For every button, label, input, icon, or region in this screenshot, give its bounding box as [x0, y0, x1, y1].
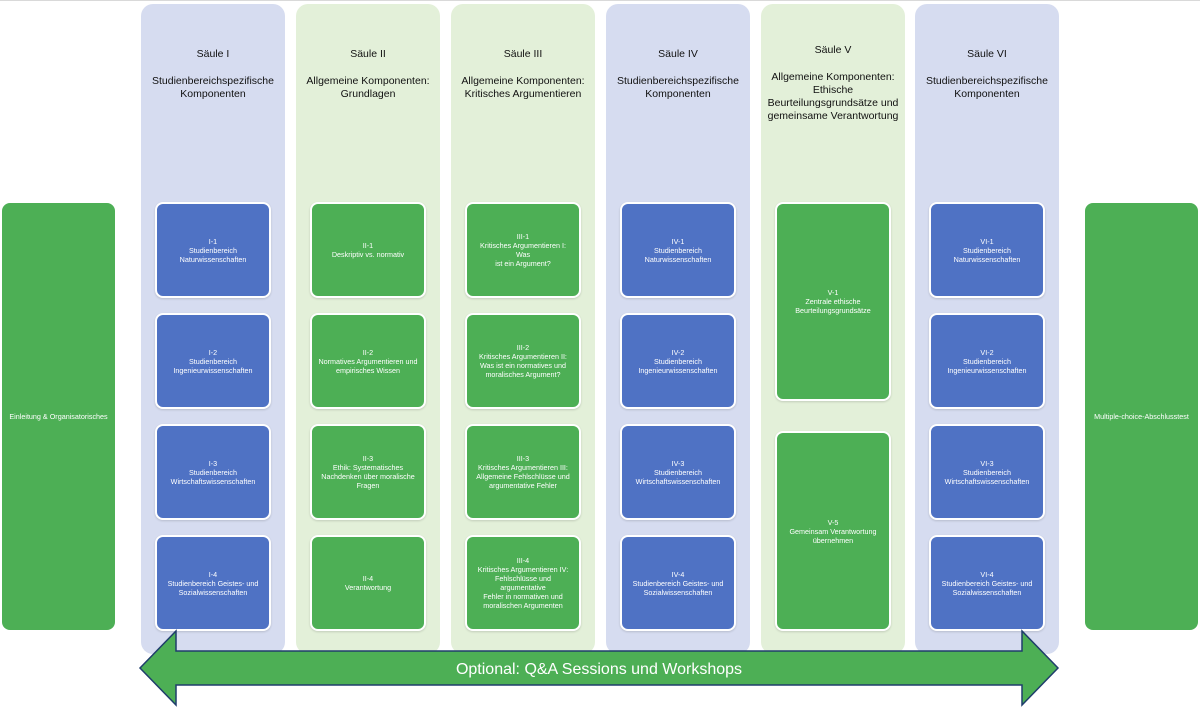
module-IV-1: IV-1 Studienbereich Naturwissenschaften [620, 202, 736, 298]
module-IV-4: IV-4 Studienbereich Geistes- und Sozialw… [620, 535, 736, 631]
arrow-label: Optional: Q&A Sessions und Workshops [455, 661, 743, 678]
pillar-6-title: Säule VI [967, 48, 1007, 60]
pillar-3: Säule III Allgemeine Komponenten: Kritis… [451, 4, 595, 654]
pillar-4-subtitle: Studienbereichspezifische Komponenten [617, 75, 739, 100]
module-VI-1: VI-1 Studienbereich Naturwissenschaften [929, 202, 1045, 298]
module-II-2: II-2 Normatives Argumentieren und empiri… [310, 313, 426, 409]
pillar-6: Säule VI Studienbereichspezifische Kompo… [915, 4, 1059, 654]
module-I-3: I-3 Studienbereich Wirtschaftswissenscha… [155, 424, 271, 520]
module-text: Studienbereich Wirtschaftswissenschaften [944, 467, 1030, 486]
module-VI-3: VI-3 Studienbereich Wirtschaftswissensch… [929, 424, 1045, 520]
module-III-3: III-3 Kritisches Argumentieren III: Allg… [465, 424, 581, 520]
pillar-3-subtitle: Allgemeine Komponenten: Kritisches Argum… [461, 75, 585, 100]
module-III-1: III-1 Kritisches Argumentieren I: Was is… [465, 202, 581, 298]
intro-box: Einleitung & Organisatorisches [2, 203, 115, 630]
module-text: Studienbereich Geistes- und Sozialwissen… [632, 578, 724, 597]
pillar-2: Säule II Allgemeine Komponenten: Grundla… [296, 4, 440, 654]
module-id: VI-3 [980, 458, 994, 468]
module-V-5: V-5 Gemeinsam Verantwortung übernehmen [775, 431, 891, 631]
pillar-1-title: Säule I [196, 48, 230, 60]
module-text: Kritisches Argumentieren IV: Fehlschlüss… [477, 565, 569, 610]
intro-box-label: Einleitung & Organisatorisches [9, 412, 108, 421]
module-II-1: II-1 Deskriptiv vs. normativ [310, 202, 426, 298]
pillar-1-header: Säule I Studienbereichspezifische Kompon… [141, 48, 285, 101]
module-id: VI-2 [980, 347, 994, 357]
module-id: I-4 [208, 569, 218, 579]
pillar-6-subtitle: Studienbereichspezifische Komponenten [926, 75, 1048, 100]
pillar-3-title: Säule III [503, 48, 543, 60]
module-IV-3: IV-3 Studienbereich Wirtschaftswissensch… [620, 424, 736, 520]
module-II-3: II-3 Ethik: Systematisches Nachdenken üb… [310, 424, 426, 520]
module-text: Kritisches Argumentieren III: Allgemeine… [476, 463, 570, 490]
pillar-1: Säule I Studienbereichspezifische Kompon… [141, 4, 285, 654]
pillar-5-header: Säule V Allgemeine Komponenten: Ethische… [761, 44, 905, 123]
module-I-1: I-1 Studienbereich Naturwissenschaften [155, 202, 271, 298]
module-text: Kritisches Argumentieren I: Was ist ein … [480, 241, 566, 268]
module-id: V-1 [827, 288, 839, 297]
module-IV-2: IV-2 Studienbereich Ingenieurwissenschaf… [620, 313, 736, 409]
module-id: I-1 [208, 236, 218, 246]
pillar-3-header: Säule III Allgemeine Komponenten: Kritis… [451, 48, 595, 101]
final-test-box: Multiple-choice-Abschlusstest [1085, 203, 1198, 630]
module-id: III-4 [516, 556, 530, 565]
module-text: Studienbereich Geistes- und Sozialwissen… [941, 578, 1033, 597]
module-text: Studienbereich Naturwissenschaften [179, 245, 247, 264]
module-VI-2: VI-2 Studienbereich Ingenieurwissenschaf… [929, 313, 1045, 409]
pillar-4: Säule IV Studienbereichspezifische Kompo… [606, 4, 750, 654]
pillar-5-subtitle: Allgemeine Komponenten: Ethische Beurtei… [767, 71, 899, 122]
module-id: IV-3 [671, 458, 685, 468]
module-text: Studienbereich Ingenieurwissenschaften [173, 356, 253, 375]
pillar-2-title: Säule II [350, 48, 386, 60]
module-text: Normatives Argumentieren und empirisches… [318, 356, 418, 375]
module-id: II-1 [362, 241, 374, 250]
module-id: III-3 [516, 454, 530, 463]
module-text: Studienbereich Wirtschaftswissenschaften [170, 467, 256, 486]
module-text: Studienbereich Ingenieurwissenschaften [638, 356, 718, 375]
module-III-4: III-4 Kritisches Argumentieren IV: Fehls… [465, 535, 581, 631]
module-I-2: I-2 Studienbereich Ingenieurwissenschaft… [155, 313, 271, 409]
module-II-4: II-4 Verantwortung [310, 535, 426, 631]
module-id: II-2 [362, 347, 374, 357]
module-id: II-3 [362, 454, 374, 463]
module-VI-4: VI-4 Studienbereich Geistes- und Sozialw… [929, 535, 1045, 631]
module-id: VI-1 [980, 236, 994, 246]
module-id: IV-1 [671, 236, 685, 246]
module-text: Studienbereich Geistes- und Sozialwissen… [167, 578, 259, 597]
module-I-4: I-4 Studienbereich Geistes- und Sozialwi… [155, 535, 271, 631]
pillar-6-header: Säule VI Studienbereichspezifische Kompo… [915, 48, 1059, 101]
module-text: Deskriptiv vs. normativ [331, 250, 405, 259]
module-id: III-1 [516, 232, 530, 241]
pillar-5: Säule V Allgemeine Komponenten: Ethische… [761, 4, 905, 654]
module-id: III-2 [516, 343, 530, 352]
module-text: Studienbereich Naturwissenschaften [644, 245, 712, 264]
module-text: Verantwortung [344, 583, 392, 592]
pillar-4-header: Säule IV Studienbereichspezifische Kompo… [606, 48, 750, 101]
module-text: Ethik: Systematisches Nachdenken über mo… [321, 463, 415, 490]
module-id: IV-2 [671, 347, 685, 357]
module-V-1: V-1 Zentrale ethische Beurteilungsgrunds… [775, 202, 891, 401]
pillar-2-subtitle: Allgemeine Komponenten: Grundlagen [306, 75, 430, 100]
module-id: V-5 [827, 517, 839, 527]
pillar-5-title: Säule V [814, 44, 852, 56]
pillar-4-title: Säule IV [658, 48, 698, 60]
module-text: Studienbereich Wirtschaftswissenschaften [635, 467, 721, 486]
module-text: Gemeinsam Verantwortung übernehmen [789, 526, 877, 545]
module-text: Studienbereich Naturwissenschaften [953, 245, 1021, 264]
module-text: Zentrale ethische Beurteilungsgrundsätze [795, 297, 871, 315]
module-III-2: III-2 Kritisches Argumentieren II: Was i… [465, 313, 581, 409]
module-id: I-3 [208, 458, 218, 468]
module-id: IV-4 [671, 569, 685, 579]
module-id: I-2 [208, 347, 218, 357]
pillar-2-header: Säule II Allgemeine Komponenten: Grundla… [296, 48, 440, 101]
final-test-box-label: Multiple-choice-Abschlusstest [1094, 412, 1189, 421]
module-id: II-4 [362, 574, 374, 583]
top-divider [0, 0, 1200, 1]
pillar-1-subtitle: Studienbereichspezifische Komponenten [152, 75, 274, 100]
module-text: Kritisches Argumentieren II: Was ist ein… [479, 352, 567, 379]
module-text: Studienbereich Ingenieurwissenschaften [947, 356, 1027, 375]
module-id: VI-4 [980, 569, 994, 579]
